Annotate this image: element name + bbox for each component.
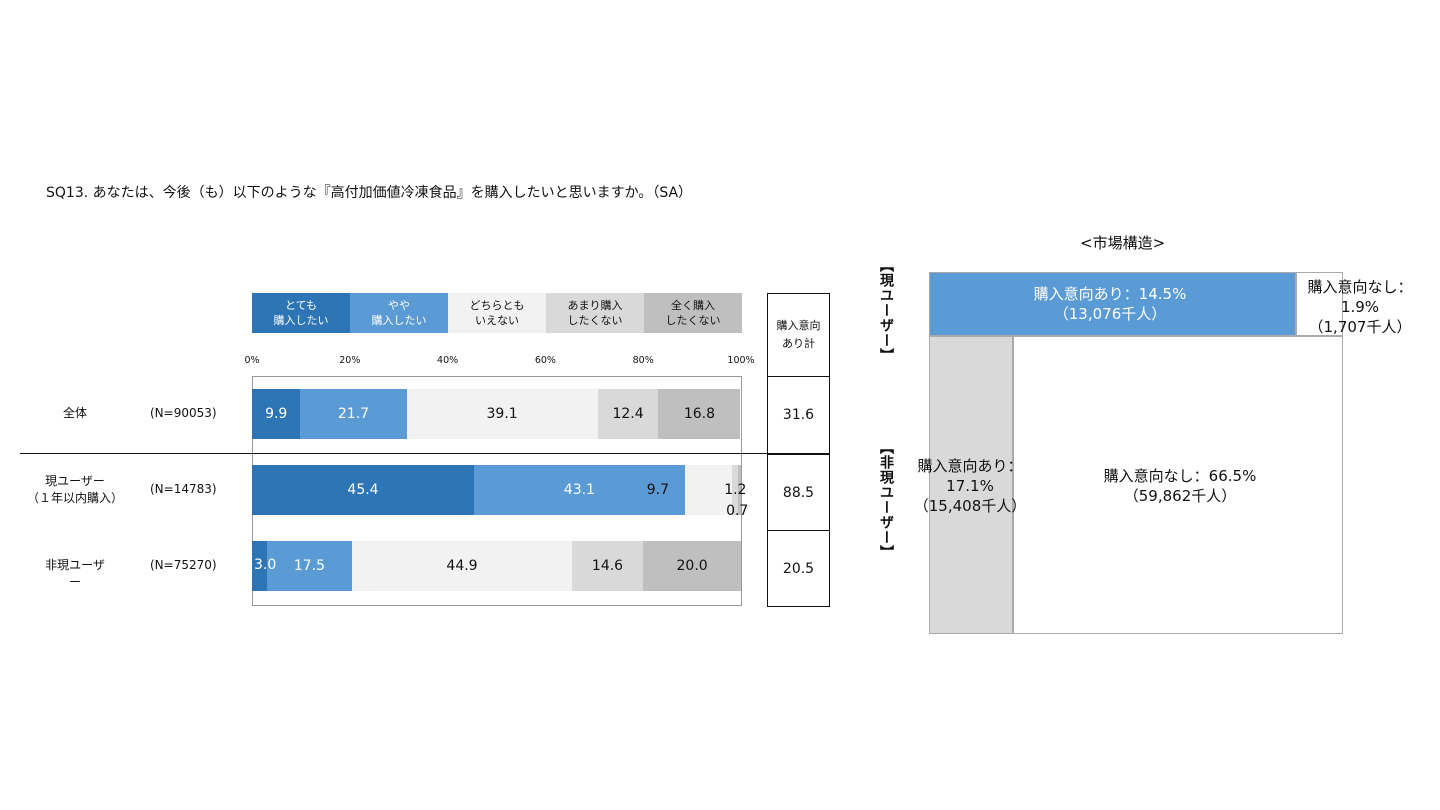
mosaic-label-main: 購入意向あり： 17.1% (917, 457, 1023, 495)
bar-segment: 16.8 (658, 389, 741, 439)
bar-segment: 14.6 (571, 541, 644, 591)
bar-segment: 12.4 (597, 389, 659, 439)
mosaic-label: 購入意向なし： 1.9% （1,707千人） (1300, 277, 1420, 337)
legend-item: あまり購入 したくない (546, 293, 644, 333)
data-label: 1.2 (724, 482, 747, 498)
legend-item: どちらとも いえない (448, 293, 546, 333)
mosaic-label-main: 購入意向なし：66.5% (1103, 467, 1257, 485)
mosaic-label: 購入意向あり： 17.1% （15,408千人） (910, 456, 1030, 516)
data-label: 14.6 (591, 558, 624, 574)
mosaic-label: 購入意向あり：14.5% （13,076千人） (940, 284, 1280, 324)
mosaic-cell (1013, 336, 1343, 634)
bar-segment: 3.0 (252, 541, 276, 591)
data-label: 17.5 (293, 558, 326, 574)
bar-segment: 44.9 (352, 541, 572, 591)
tick-label: 60% (534, 355, 556, 366)
data-label: 9.9 (265, 406, 288, 422)
mosaic-label-sub: （15,408千人） (913, 497, 1027, 515)
mosaic-label-sub: （59,862千人） (1123, 487, 1237, 505)
data-label: 20.0 (676, 558, 708, 574)
row-label-current: 【現ユーザー】 (878, 258, 894, 363)
separator-line (20, 453, 830, 454)
tick-label: 20% (339, 355, 361, 366)
bar-segment: 9.9 (252, 389, 301, 439)
data-label: 0.7 (726, 503, 749, 519)
legend-item: 全く購入 したくない (644, 293, 742, 333)
row-n: (N=14783) (150, 482, 217, 496)
data-label: 21.7 (337, 406, 370, 422)
mosaic-label-sub: （13,076千人） (1053, 305, 1167, 323)
data-label: 12.4 (612, 406, 644, 422)
data-label: 45.4 (347, 482, 379, 498)
data-label: 39.1 (486, 406, 518, 422)
mosaic-cell (1296, 272, 1343, 336)
legend-item: やや 購入したい (350, 293, 448, 333)
mosaic-label: 購入意向なし：66.5% （59,862千人） (1060, 466, 1300, 506)
bar-segment: 17.5 (266, 541, 353, 591)
question-text: SQ13. あなたは、今後（も）以下のような『高付加価値冷凍食品』を購入したいと… (46, 185, 693, 201)
bar-segment: 1.2 (724, 465, 746, 515)
data-label: 3.0 (254, 557, 277, 573)
mosaic-title: <市場構造> (1080, 234, 1166, 252)
total-value: 31.6 (768, 376, 829, 453)
row-label: 非現ユーザー (45, 558, 105, 589)
data-label: 16.8 (683, 406, 715, 422)
row-n: (N=90053) (150, 406, 217, 420)
bar-segment: 20.0 (643, 541, 741, 591)
total-value: 20.5 (768, 530, 829, 607)
mosaic-label-main: 購入意向あり：14.5% (1033, 285, 1187, 303)
data-label: 43.1 (563, 482, 595, 498)
tick-label: 80% (632, 355, 654, 366)
total-header: 購入意向 あり計 (776, 319, 821, 350)
bar-segment: 45.4 (252, 465, 474, 515)
bar-segment: 21.7 (300, 389, 407, 439)
data-label: 9.7 (646, 482, 670, 498)
tick-label: 0% (244, 355, 260, 366)
row-label-noncurrent: 【非現ユーザー】 (878, 440, 894, 560)
row-label: 現ユーザー （１年以内購入） (26, 474, 123, 505)
data-label: 44.9 (446, 558, 478, 574)
mosaic-cell (929, 336, 1013, 634)
mosaic-label-sub: （1,707千人） (1308, 318, 1412, 336)
bar-segment: 39.1 (406, 389, 598, 439)
bar-segment: 43.1 (474, 465, 685, 515)
bar-segment: 0.7 (726, 465, 748, 519)
total-value: 88.5 (768, 454, 829, 531)
bar-segment: 9.7 (647, 465, 733, 515)
row-n: (N=75270) (150, 558, 217, 572)
mosaic-label-main: 購入意向なし： 1.9% (1307, 278, 1413, 316)
legend-item: とても 購入したい (252, 293, 350, 333)
tick-label: 100% (727, 355, 755, 366)
tick-label: 40% (437, 355, 459, 366)
mosaic-cell (929, 272, 1296, 336)
row-label: 全体 (62, 406, 87, 420)
